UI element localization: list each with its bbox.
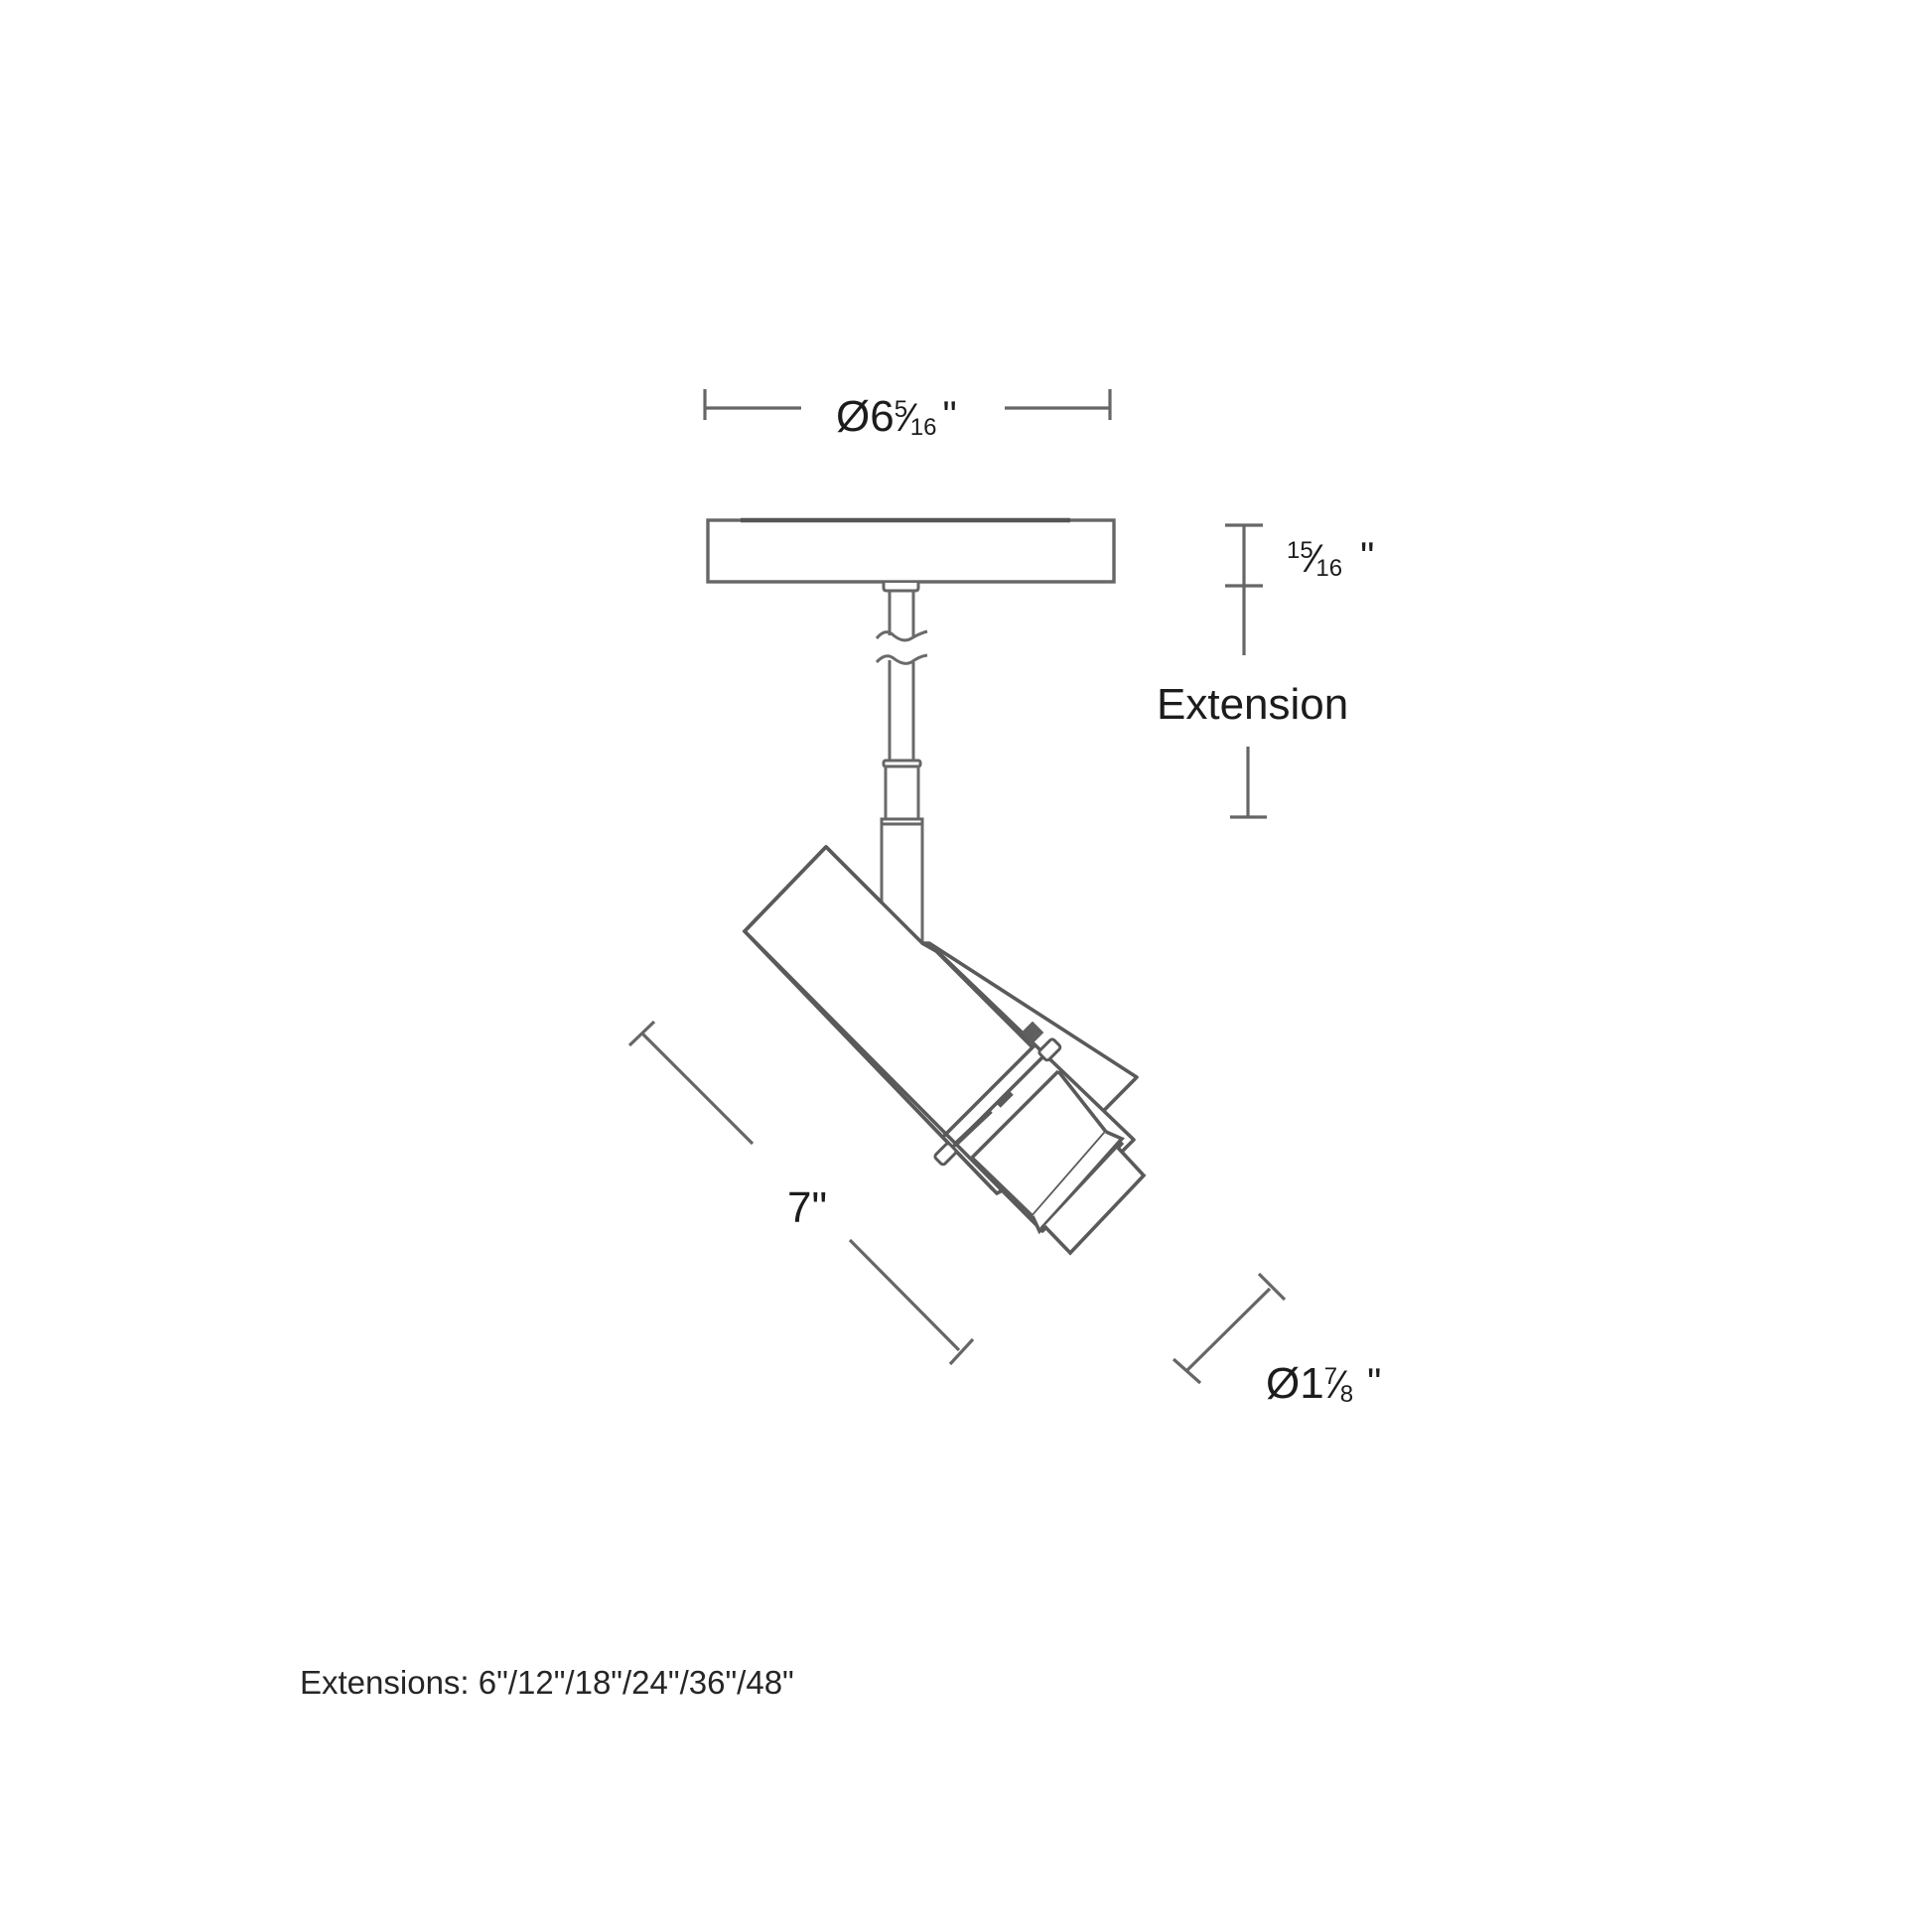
canopy-diameter-fraction-denominator: 16 <box>909 414 937 441</box>
canopy-height-label: 15⁄16 " <box>1287 535 1375 582</box>
lens-bezel <box>970 1069 1147 1256</box>
head-diameter-dimension <box>1172 1272 1287 1385</box>
head-diameter-unit: " <box>1367 1361 1382 1405</box>
extension-label: Extension <box>1157 680 1349 729</box>
canopy-height-unit: " <box>1360 535 1375 579</box>
clamp-ring <box>933 1021 1062 1167</box>
canopy-diameter-dimension <box>703 389 1112 420</box>
head-diameter-fraction-numerator: 7 <box>1323 1363 1338 1390</box>
head-length-label: 7" <box>787 1183 828 1232</box>
fraction-slash: ⁄ <box>1335 1363 1342 1407</box>
canopy-height-dimension <box>1225 523 1263 655</box>
stem-collar <box>882 583 920 593</box>
canopy-height-fraction-numerator: 15 <box>1287 537 1313 564</box>
extension-dimension <box>1230 747 1267 819</box>
fraction-slash: ⁄ <box>905 396 912 440</box>
canopy-diameter-prefix: Ø6 <box>836 392 895 441</box>
head-diameter-label: Ø17⁄8 " <box>1266 1359 1382 1408</box>
canopy <box>706 517 1116 584</box>
extension-stem <box>875 591 928 943</box>
canopy-diameter-label: Ø65⁄16" <box>836 392 957 441</box>
fraction-slash: ⁄ <box>1311 537 1318 581</box>
lamp-housing <box>742 845 1139 1233</box>
head-length-dimension <box>627 1020 975 1366</box>
canopy-diameter-fraction-numerator: 5 <box>894 396 908 423</box>
canopy-height-fraction-denominator: 16 <box>1315 555 1343 582</box>
head-diameter-prefix: Ø1 <box>1266 1359 1324 1408</box>
head-diameter-fraction-denominator: 8 <box>1339 1381 1354 1408</box>
extensions-note: Extensions: 6"/12"/18"/24"/36"/48" <box>300 1664 794 1701</box>
canopy-diameter-unit: " <box>942 394 957 438</box>
